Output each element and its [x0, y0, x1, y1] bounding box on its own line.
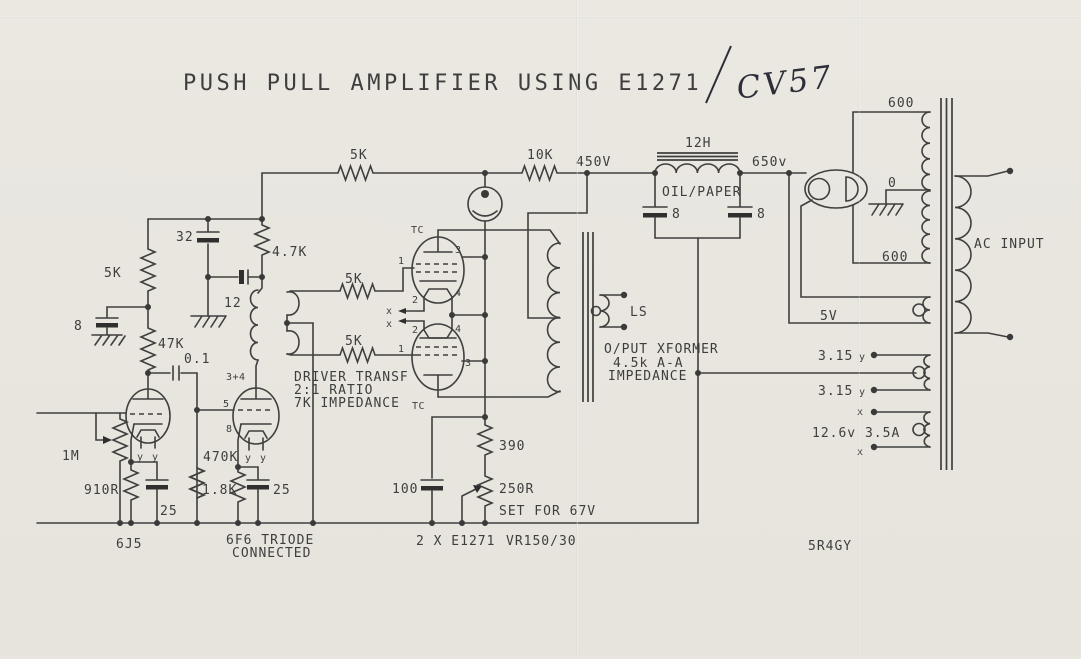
output-transformer-label-2: 4.5k A-A [613, 356, 684, 371]
pot-1m-label: 1M [62, 449, 80, 464]
wires [36, 98, 1009, 524]
winding-315b-label: 3.15 [818, 384, 853, 399]
schematic-title: PUSH PULL AMPLIFIER USING E1271 [183, 71, 702, 96]
cap-32-label: 32 [176, 230, 194, 245]
capacitors [95, 206, 753, 491]
regulator-vr150-label: VR150/30 [506, 534, 577, 549]
pin-3-lower-label: 3 [465, 358, 472, 369]
pin-4-lower-label: 4 [455, 324, 462, 335]
paper-crease [576, 0, 578, 655]
winding-126-x-tag-top: x [857, 407, 864, 418]
winding-126-x-tag-bot: x [857, 447, 864, 458]
driver-transformer-label-2: 2:1 RATIO [294, 383, 373, 398]
winding-126-label: 12.6v 3.5A [812, 426, 900, 441]
resistor-5k-grid-bot-label: 5K [345, 334, 363, 349]
tube-6f6-label-line1: 6F6 TRIODE [226, 533, 314, 548]
tube-e1271-upper [411, 236, 465, 304]
tube-5r4gy-label: 5R4GY [808, 539, 852, 554]
resistor-5k-rail-label: 5K [350, 148, 368, 163]
resistor-1k8-label: 1.8K [202, 483, 237, 498]
hv-0-ct-label: 0 [888, 176, 897, 191]
heater-y-label: y [245, 453, 252, 464]
set-for-67v-note: SET FOR 67V [499, 504, 596, 519]
pin-5-label: 5 [223, 399, 230, 410]
tubes-2xe1271-label: 2 X E1271 [416, 534, 495, 549]
heater-x-lower-label: x [386, 319, 393, 330]
resistor-10k-label: 10K [527, 148, 553, 163]
oil-paper-label: OIL/PAPER [662, 185, 741, 200]
heater-y-label: y [137, 452, 144, 463]
speaker-ls-label: LS [630, 305, 648, 320]
tube-6f6 [232, 387, 280, 451]
cap-25-6j5-label: 25 [160, 504, 178, 519]
tube-e1271-lower [411, 323, 465, 391]
pin-1-lower-label: 1 [398, 344, 405, 355]
pin-tc-lower-label: TC [412, 401, 425, 412]
paper-crease [858, 0, 860, 655]
tube-5r4gy-rectifier [804, 169, 868, 209]
output-transformer-label-1: O/PUT XFORMER [604, 342, 719, 357]
winding-315a-label: 3.15 [818, 349, 853, 364]
tube-6f6-label-line2: CONNECTED [232, 546, 311, 561]
pin-3-upper-label: 3 [455, 245, 462, 256]
cap-100-label: 100 [392, 482, 418, 497]
heater-y-label: y [152, 452, 159, 463]
handwritten-slash [705, 45, 732, 104]
pin-2-upper-label: 2 [412, 295, 419, 306]
cap-8-label: 8 [74, 319, 83, 334]
labels: PUSH PULL AMPLIFIER USING E1271 CV57 5K … [62, 45, 1045, 561]
cap-01-label: 0.1 [184, 352, 210, 367]
voltage-650-label: 650v [752, 155, 787, 170]
pin-3-4-label: 3+4 [226, 372, 246, 383]
ac-input-label: AC INPUT [974, 237, 1045, 252]
driver-transformer-label-3: 7K IMPEDANCE [294, 396, 400, 411]
cap-12-label: 12 [224, 296, 242, 311]
pin-tc-upper-label: TC [411, 225, 424, 236]
heater-y-label: y [260, 453, 267, 464]
winding-315b-y-tag: y [859, 387, 866, 398]
cap-25-6f6-label: 25 [273, 483, 291, 498]
pin-2-lower-label: 2 [412, 325, 419, 336]
cap-8-left-label: 8 [672, 207, 681, 222]
output-transformer-label-3: IMPEDANCE [608, 369, 687, 384]
junction-dots [117, 167, 1014, 526]
resistor-47k-label: 47K [158, 337, 184, 352]
choke-12h-label: 12H [685, 136, 711, 151]
winding-315a-y-tag: y [859, 352, 866, 363]
pin-8-label: 8 [226, 424, 233, 435]
tube-6j5 [125, 388, 171, 449]
paper-crease [0, 16, 1081, 18]
pot-250r-label: 250R [499, 482, 534, 497]
resistor-5k-grid-top-label: 5K [345, 272, 363, 287]
hv-600-bot-label: 600 [882, 250, 908, 265]
handwritten-tube-name: CV57 [735, 59, 836, 107]
resistor-390-label: 390 [499, 439, 525, 454]
hv-600-top-label: 600 [888, 96, 914, 111]
voltage-450-label: 450V [576, 155, 611, 170]
driver-transformer-label-1: DRIVER TRANSF [294, 370, 409, 385]
resistor-4k7-label: 4.7K [272, 245, 307, 260]
resistor-5k-anode-label: 5K [104, 266, 122, 281]
cap-8-right-label: 8 [757, 207, 766, 222]
pin-1-upper-label: 1 [398, 256, 405, 267]
winding-5v-label: 5V [820, 309, 838, 324]
tube-6j5-label: 6J5 [116, 537, 142, 552]
resistor-470k-label: 470K [203, 450, 238, 465]
resistor-910r-label: 910R [84, 483, 119, 498]
pin-4-upper-label: 4 [455, 288, 462, 299]
ground-symbols [91, 203, 904, 346]
tube-vr150-gas-fill-dot [481, 190, 489, 198]
heater-x-upper-label: x [386, 306, 393, 317]
